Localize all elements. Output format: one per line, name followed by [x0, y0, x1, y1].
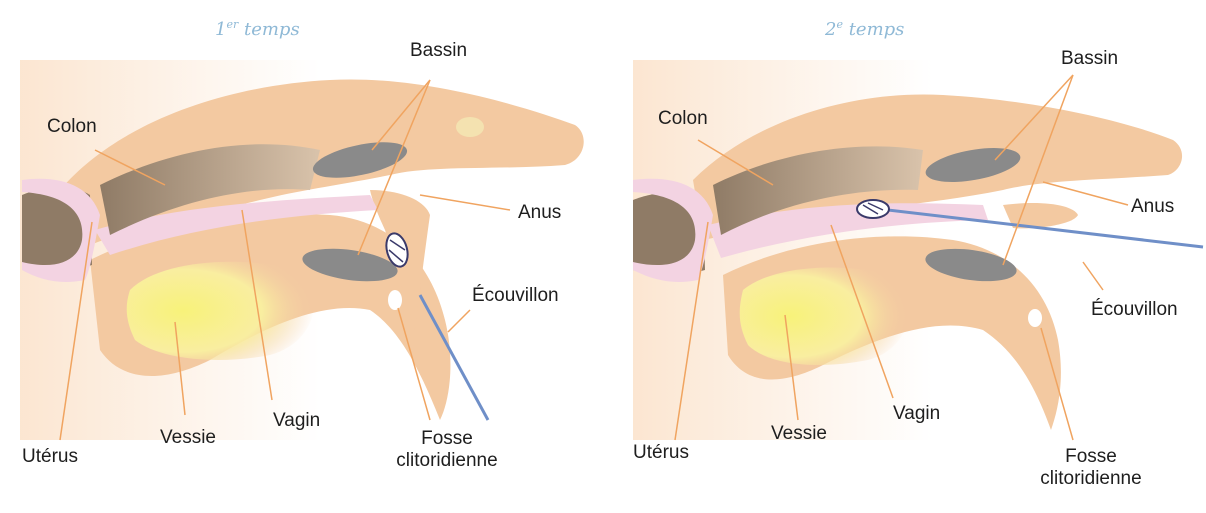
step-suffix: er: [226, 18, 238, 31]
label-ecouvillon: Écouvillon: [472, 285, 559, 307]
arrow-ecouvillon: [1083, 262, 1103, 290]
arrow-anus: [1043, 182, 1128, 205]
clitoral-fossa: [1028, 309, 1042, 327]
arrow-anus: [420, 195, 510, 210]
label-fosse-line1: Fosse: [382, 428, 512, 450]
label-anus: Anus: [518, 202, 561, 224]
panel-step-2: 2e temps Bassin Colon Anus Écouvillon Ut…: [603, 0, 1206, 513]
label-ecouvillon: Écouvillon: [1091, 299, 1178, 321]
label-fosse-clitoridienne: Fosse clitoridienne: [1021, 446, 1161, 490]
label-colon: Colon: [47, 116, 97, 138]
step-suffix: e: [836, 18, 843, 31]
label-vagin: Vagin: [893, 403, 940, 425]
label-fosse-line2: clitoridienne: [1021, 468, 1161, 490]
label-uterus: Utérus: [22, 446, 78, 468]
step-title-1: 1er temps: [215, 18, 300, 40]
anatomy-diagram-step-2: [603, 0, 1206, 513]
step-title-2: 2e temps: [825, 18, 904, 40]
bladder-shape: [740, 267, 909, 365]
label-uterus: Utérus: [633, 442, 689, 464]
label-vagin: Vagin: [273, 410, 320, 432]
step-number: 1: [215, 19, 226, 40]
label-colon: Colon: [658, 108, 708, 130]
label-fosse-clitoridienne: Fosse clitoridienne: [382, 428, 512, 472]
bladder-shape: [127, 262, 315, 360]
label-vessie: Vessie: [771, 423, 827, 445]
label-bassin: Bassin: [1061, 48, 1118, 70]
step-word: temps: [849, 19, 905, 40]
step-number: 2: [825, 19, 836, 40]
anatomy-diagram-step-1: [0, 0, 603, 513]
arrow-ecouvillon: [448, 310, 470, 332]
bone-fragment: [456, 117, 484, 137]
label-fosse-line1: Fosse: [1021, 446, 1161, 468]
label-anus: Anus: [1131, 196, 1174, 218]
step-word: temps: [244, 19, 300, 40]
label-vessie: Vessie: [160, 427, 216, 449]
label-fosse-line2: clitoridienne: [382, 450, 512, 472]
clitoral-fossa: [388, 290, 402, 310]
label-bassin: Bassin: [410, 40, 467, 62]
panel-step-1: 1er temps Bassin Colon Anus Écouvillon U…: [0, 0, 603, 513]
swab-head: [857, 200, 889, 218]
